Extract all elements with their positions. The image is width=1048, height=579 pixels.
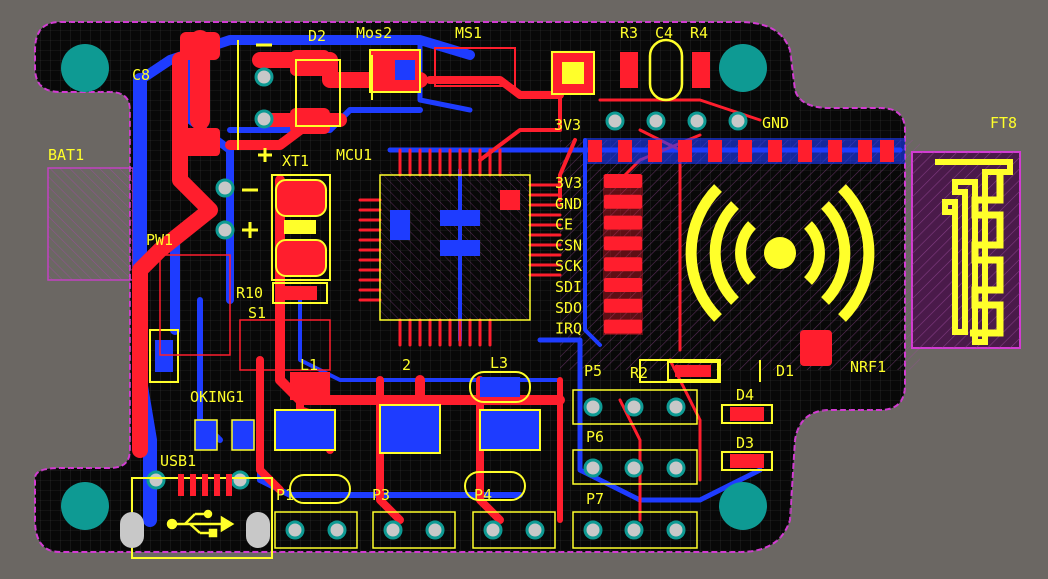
nrf-pin-pad: [604, 174, 642, 188]
nrf-pin-pad: [604, 319, 642, 334]
nrf-pin-pad: [604, 298, 642, 313]
nrf-pin-pad: [604, 257, 642, 272]
label-pw1: PW1: [146, 231, 173, 249]
label-mcu1: MCU1: [336, 146, 372, 164]
label-d4: D4: [736, 386, 754, 404]
nrf-pin-pad: [604, 194, 642, 209]
label-num2: 2: [402, 356, 411, 374]
label-p7: P7: [586, 490, 604, 508]
nrf-pin-label-sdi: SDI: [555, 278, 582, 296]
label-mos2: Mos2: [356, 24, 392, 42]
label-s1: S1: [248, 304, 266, 322]
nrf-pin-label-sdo: SDO: [555, 299, 582, 317]
label-p5: P5: [584, 362, 602, 380]
label-c8: C8: [132, 66, 150, 84]
label-l3: L3: [490, 354, 508, 372]
label-p6: P6: [586, 428, 604, 446]
label-d1: D1: [776, 362, 794, 380]
label-r4: R4: [690, 24, 708, 42]
top-header-pads: [585, 138, 905, 164]
label-xt1: XT1: [282, 152, 309, 170]
label-r2: R2: [630, 364, 648, 382]
label-ft8: FT8: [990, 114, 1017, 132]
label-l1: L1: [300, 356, 318, 374]
nrf-pin-pad: [604, 236, 642, 251]
pcb-antenna-trace: [935, 159, 1013, 345]
label-r3: R3: [620, 24, 638, 42]
component-pads: [149, 32, 832, 504]
nrf-pin-label-irq: IRQ: [555, 320, 582, 338]
label-p4: P4: [474, 486, 492, 504]
wireless-signal-icon: [685, 184, 875, 322]
label-d3: D3: [736, 434, 754, 452]
nrf-pin-label-gnd: GND: [555, 195, 582, 213]
label-gnd-top: GND: [762, 114, 789, 132]
label-p3: P3: [372, 486, 390, 504]
label-okling1: OKING1: [190, 388, 244, 406]
label-p1: P1: [276, 486, 294, 504]
label-usb1: USB1: [160, 452, 196, 470]
label-d2: D2: [308, 27, 326, 45]
label-3v3-top: 3V3: [554, 116, 581, 134]
usb-icon: [166, 509, 235, 538]
label-r10: R10: [236, 284, 263, 302]
nrf-pin-label-csn: CSN: [555, 236, 582, 254]
through-hole-pads: [61, 44, 767, 549]
usb-connector: [120, 474, 273, 559]
nrf-pin-label-3v3: 3V3: [555, 174, 582, 192]
label-c4: C4: [655, 24, 673, 42]
nrf-pin-pad: [604, 278, 642, 292]
nrf-pin-pads: [604, 174, 642, 334]
label-nrf1: NRF1: [850, 358, 886, 376]
nrf-pin-pad: [604, 215, 642, 230]
silkscreen-outlines: [237, 40, 761, 383]
polarity-marks: [242, 43, 272, 238]
label-ms1: MS1: [455, 24, 482, 42]
silkscreen-labels: BAT1 C8 D2 Mos2 MS1 R3 C4 R4 3V3 GND FT8…: [48, 24, 1017, 508]
nrf-pin-label-ce: CE: [555, 216, 573, 234]
label-bat1: BAT1: [48, 146, 84, 164]
nrf-pin-label-sck: SCK: [555, 257, 582, 275]
